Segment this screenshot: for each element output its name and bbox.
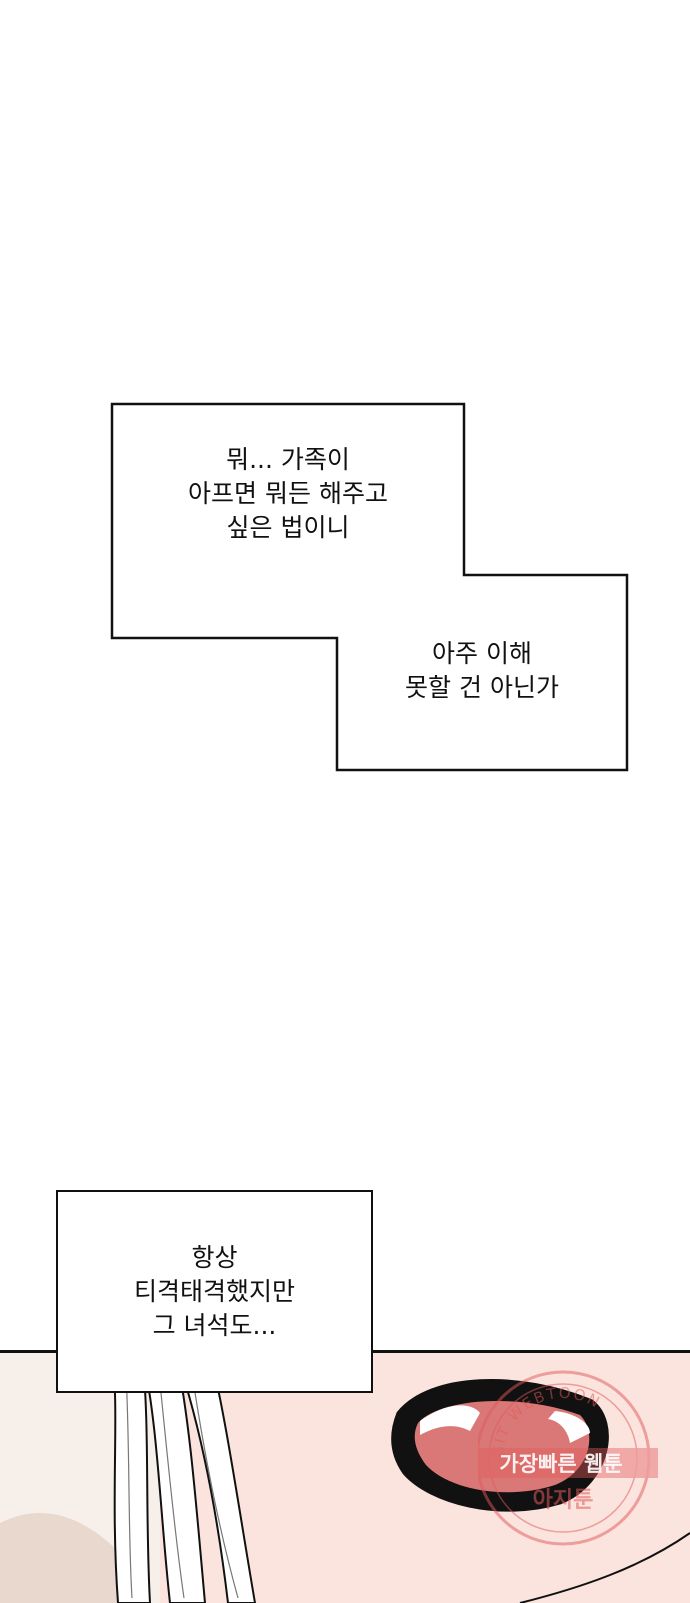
watermark-line2: 아지툰: [532, 1488, 594, 1513]
caption-box-outline-top: [110, 402, 629, 772]
character-illustration: [0, 1353, 690, 1603]
hair-strands: [110, 1353, 257, 1603]
caption-line: 못할 건 아닌가: [405, 673, 559, 702]
caption-line: 싶은 법이니: [226, 513, 350, 542]
caption-line: 아주 이해: [432, 639, 532, 668]
caption-line: 아프면 뭐든 해주고: [188, 479, 388, 508]
caption-line: 항상: [191, 1242, 238, 1272]
caption-box-1: 뭐... 가족이 아프면 뭐든 해주고 싶은 법이니: [112, 404, 464, 584]
mouth: [391, 1379, 609, 1512]
caption-box-3: 항상 티격태격했지만 그 녀석도...: [56, 1190, 373, 1393]
watermark: GIT WEBTOON 가장빠른 웹툰 아지툰: [478, 1340, 658, 1590]
caption-box-3-frame: [56, 1190, 373, 1393]
watermark-line1: 가장빠른 웹툰: [499, 1452, 623, 1476]
watermark-seal-icon: GIT WEBTOON: [478, 1370, 658, 1546]
caption-line: 뭐... 가족이: [226, 445, 350, 474]
caption-line: 티격태격했지만: [133, 1276, 295, 1306]
caption-box-2: 아주 이해 못할 건 아닌가: [337, 630, 627, 712]
caption-line: 그 녀석도...: [152, 1310, 277, 1340]
